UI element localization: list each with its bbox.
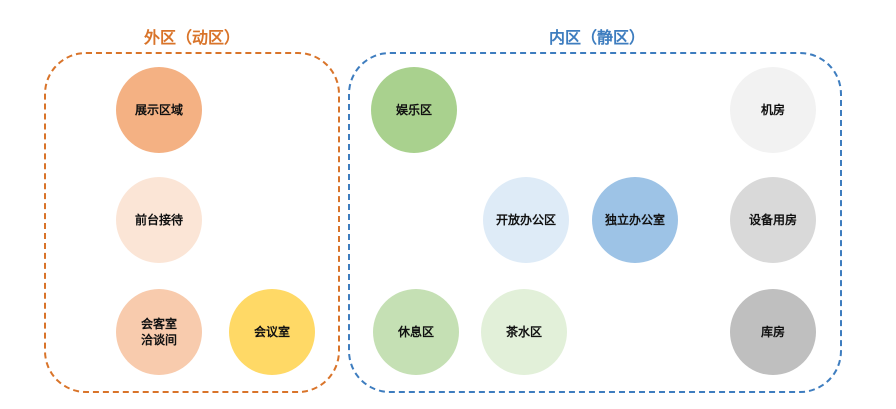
inner-zone-boundary [348, 52, 842, 393]
node-storage: 库房 [730, 289, 816, 375]
node-meeting-room: 会议室 [229, 289, 315, 375]
node-server-room-label: 机房 [760, 102, 785, 117]
node-lounge-label: 休息区 [397, 324, 434, 339]
node-storage-label: 库房 [760, 324, 785, 339]
node-lounge: 休息区 [373, 289, 459, 375]
node-exhibition: 展示区域 [116, 67, 202, 153]
node-private-office: 独立办公室 [592, 177, 678, 263]
node-guest-room-line2: 洽谈间 [140, 333, 177, 347]
node-meeting-room-label: 会议室 [253, 324, 290, 339]
node-tea-area-label: 茶水区 [505, 324, 542, 339]
inner-zone-title: 内区（静区） [548, 28, 646, 47]
node-equipment-room-label: 设备用房 [748, 212, 797, 227]
node-exhibition-label: 展示区域 [134, 102, 183, 117]
node-open-office: 开放办公区 [483, 177, 569, 263]
node-entertainment-label: 娱乐区 [395, 102, 432, 117]
node-private-office-label: 独立办公室 [604, 212, 665, 227]
node-reception: 前台接待 [116, 177, 202, 263]
node-server-room: 机房 [730, 67, 816, 153]
node-guest-room: 会客室 洽谈间 [116, 289, 202, 375]
node-entertainment: 娱乐区 [371, 67, 457, 153]
node-guest-room-line1: 会客室 [140, 316, 177, 331]
node-reception-label: 前台接待 [134, 212, 183, 227]
node-open-office-label: 开放办公区 [495, 212, 556, 227]
outer-zone-title: 外区（动区） [143, 28, 241, 47]
node-equipment-room: 设备用房 [730, 177, 816, 263]
node-tea-area: 茶水区 [481, 289, 567, 375]
outer-zone-boundary [44, 52, 340, 393]
